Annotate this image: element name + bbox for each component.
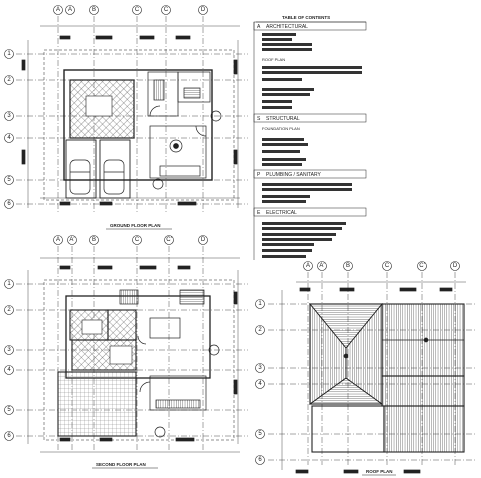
grid-bubble: A' <box>317 261 327 271</box>
grid-bubble: 5 <box>255 429 265 439</box>
grid-bubble: 6 <box>4 431 14 441</box>
svg-text:B: B <box>346 263 350 269</box>
svg-text:B: B <box>92 7 96 13</box>
svg-text:C': C' <box>166 237 171 243</box>
toc-section-letter: A <box>257 24 261 30</box>
svg-text:1: 1 <box>7 51 11 57</box>
grid-bubble: C <box>161 5 171 15</box>
grid-bubble: B <box>343 261 353 271</box>
grid-bubble: A <box>53 235 63 245</box>
ground-floor-plan <box>16 16 248 212</box>
grid-bubble: 3 <box>4 345 14 355</box>
roof-row-bubbles: 1 2 3 4 5 6 <box>255 299 265 465</box>
grid-bubble: A <box>65 5 75 15</box>
svg-text:A: A <box>56 7 60 13</box>
svg-text:C: C <box>164 7 169 13</box>
grid-bubble: C <box>382 261 392 271</box>
toc-row-label: ROOF PLAN <box>262 57 285 62</box>
toc-section-name: ARCHITECTURAL <box>266 24 308 30</box>
svg-text:3: 3 <box>7 347 11 353</box>
svg-text:A: A <box>56 237 60 243</box>
toc-title: TABLE OF CONTENTS <box>282 15 330 20</box>
grid-bubble: 1 <box>4 49 14 59</box>
svg-text:4: 4 <box>7 367 11 373</box>
second-floor-plan <box>16 246 248 453</box>
svg-text:3: 3 <box>7 113 11 119</box>
grid-bubble: 4 <box>4 365 14 375</box>
svg-text:A': A' <box>319 263 324 269</box>
svg-text:1: 1 <box>7 281 11 287</box>
grid-bubble: C <box>132 235 142 245</box>
toc-section-letter: P <box>257 172 261 178</box>
grid-bubble: 5 <box>4 405 14 415</box>
svg-text:5: 5 <box>258 431 262 437</box>
svg-text:A: A <box>306 263 310 269</box>
toc-section-name: PLUMBING / SANITARY <box>266 172 321 178</box>
grid-bubble: 2 <box>255 325 265 335</box>
toc-section-letter: E <box>257 210 261 216</box>
grid-bubble: 1 <box>255 299 265 309</box>
grid-bubble: A' <box>67 235 77 245</box>
svg-text:4: 4 <box>7 135 11 141</box>
svg-text:C: C <box>385 263 390 269</box>
grid-bubble: D <box>450 261 460 271</box>
grid-bubble: 6 <box>255 455 265 465</box>
roof-plan-title: ROOF PLAN <box>366 469 393 474</box>
ground-floor-title: GROUND FLOOR PLAN <box>110 223 161 228</box>
second-floor-title: SECOND FLOOR PLAN <box>96 462 146 467</box>
grid-bubble: D <box>198 5 208 15</box>
svg-text:2: 2 <box>7 307 11 313</box>
second-col-bubbles: A A' B C C' D <box>53 235 208 245</box>
grid-bubble: A <box>303 261 313 271</box>
svg-text:5: 5 <box>7 177 11 183</box>
roof-col-bubbles: A A' B C C' D <box>303 261 460 271</box>
grid-bubble: 6 <box>4 199 14 209</box>
grid-bubble: 2 <box>4 75 14 85</box>
svg-text:D: D <box>453 263 458 269</box>
grid-bubble: C' <box>417 261 427 271</box>
ground-col-bubbles: A A B C C D <box>53 5 208 15</box>
ground-row-bubbles: 1 2 3 4 5 6 <box>4 49 14 209</box>
grid-bubble: 1 <box>4 279 14 289</box>
roof-plan <box>268 272 476 474</box>
grid-bubble: 4 <box>4 133 14 143</box>
svg-text:2: 2 <box>7 77 11 83</box>
grid-bubble: B <box>89 235 99 245</box>
toc-section-letter: S <box>257 116 261 122</box>
svg-text:C: C <box>135 7 140 13</box>
svg-text:5: 5 <box>7 407 11 413</box>
svg-text:4: 4 <box>258 381 262 387</box>
grid-bubble: C <box>132 5 142 15</box>
table-of-contents: TABLE OF CONTENTS A ARCHITECTURAL ROOF P… <box>253 15 367 260</box>
svg-text:D: D <box>201 7 206 13</box>
svg-text:C: C <box>135 237 140 243</box>
grid-bubble: C' <box>164 235 174 245</box>
svg-text:D: D <box>201 237 206 243</box>
svg-text:1: 1 <box>258 301 262 307</box>
svg-text:6: 6 <box>7 433 11 439</box>
toc-section-name: ELECTRICAL <box>266 210 297 216</box>
grid-bubble: 4 <box>255 379 265 389</box>
svg-text:3: 3 <box>258 365 262 371</box>
svg-text:6: 6 <box>258 457 262 463</box>
svg-text:A: A <box>68 7 72 13</box>
grid-bubble: 2 <box>4 305 14 315</box>
grid-bubble: A <box>53 5 63 15</box>
toc-section-name: STRUCTURAL <box>266 116 300 122</box>
svg-text:A': A' <box>69 237 74 243</box>
svg-text:B: B <box>92 237 96 243</box>
grid-bubble: 3 <box>255 363 265 373</box>
grid-bubble: 5 <box>4 175 14 185</box>
svg-text:2: 2 <box>258 327 262 333</box>
svg-text:C': C' <box>419 263 424 269</box>
second-row-bubbles: 1 2 3 4 5 6 <box>4 279 14 441</box>
grid-bubble: 3 <box>4 111 14 121</box>
svg-text:6: 6 <box>7 201 11 207</box>
grid-bubble: B <box>89 5 99 15</box>
toc-row-label: FOUNDATION PLAN <box>262 126 300 131</box>
grid-bubble: D <box>198 235 208 245</box>
